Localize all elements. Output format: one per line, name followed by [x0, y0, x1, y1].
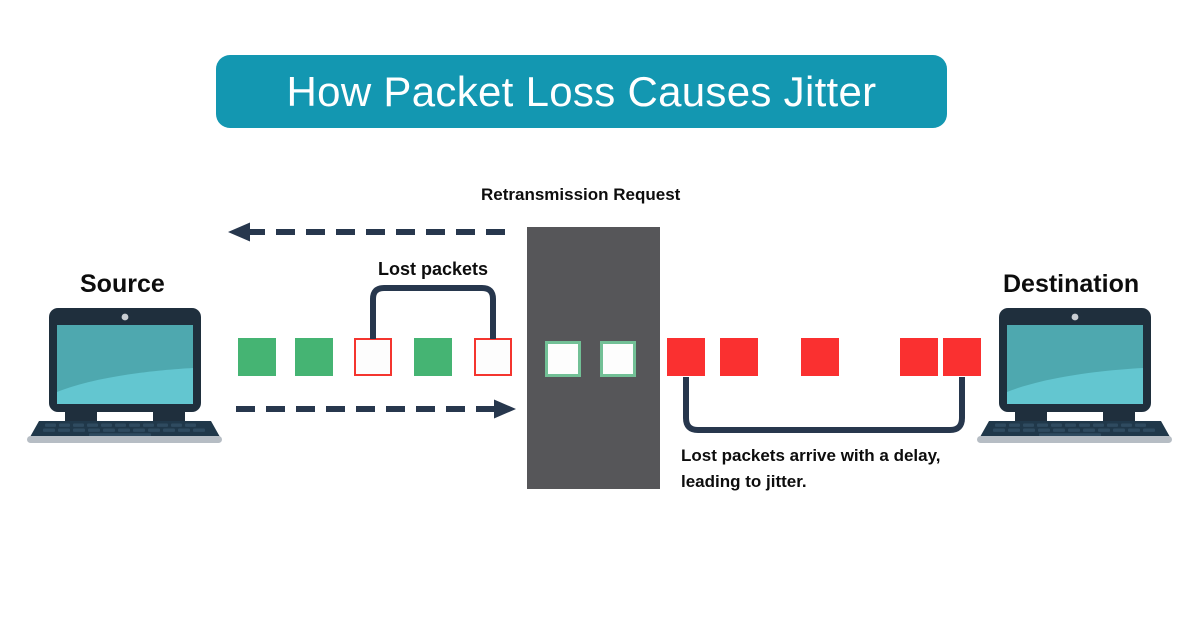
destination-laptop-icon: [977, 308, 1172, 443]
packet-sent-1: [238, 338, 276, 376]
packet-received-3: [801, 338, 839, 376]
packet-received-2: [720, 338, 758, 376]
source-laptop-icon: [27, 308, 222, 443]
laptop-svg: [27, 308, 222, 443]
delay-bracket: [683, 377, 965, 433]
source-label: Source: [80, 270, 165, 298]
packet-sent-2: [295, 338, 333, 376]
packet-lost-1: [354, 338, 392, 376]
packet-received-1: [667, 338, 705, 376]
delay-caption: Lost packets arrive with a delay, leadin…: [681, 446, 941, 492]
packet-lost-2: [474, 338, 512, 376]
retransmission-request-label: Retransmission Request: [481, 185, 681, 204]
packet-sent-4: [414, 338, 452, 376]
packet-buffered-1: [545, 341, 581, 377]
packet-received-4: [900, 338, 938, 376]
retransmission-request-arrow: [228, 222, 515, 242]
data-transmission-arrow: [236, 399, 516, 419]
lost-packets-bracket: [370, 285, 496, 339]
page-title: How Packet Loss Causes Jitter: [286, 67, 877, 115]
packet-buffered-2: [600, 341, 636, 377]
lost-packets-label: Lost packets: [378, 259, 489, 279]
laptop-svg: [977, 308, 1172, 443]
title-banner: How Packet Loss Causes Jitter: [216, 55, 947, 128]
destination-label: Destination: [1003, 270, 1140, 298]
packet-received-5: [943, 338, 981, 376]
